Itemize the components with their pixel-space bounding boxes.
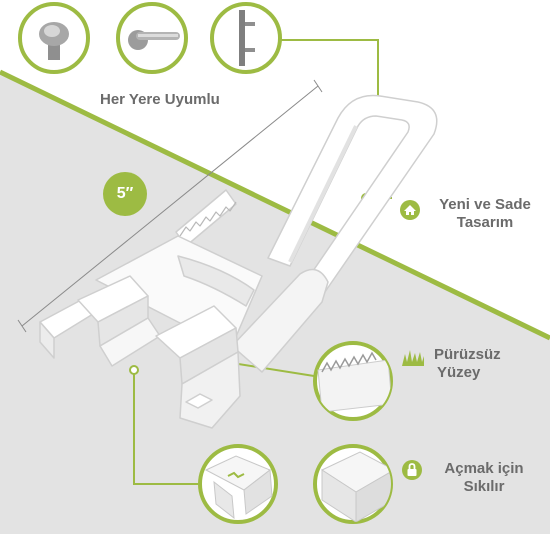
squeeze-label: Açmak için Sıkılır bbox=[426, 460, 542, 496]
compatible-label: Her Yere Uyumlu bbox=[100, 91, 220, 108]
divider-line bbox=[0, 69, 550, 341]
bar-handle-thumbnail bbox=[210, 2, 282, 74]
smooth-line2: Yüzey bbox=[437, 364, 481, 381]
knob-thumbnail bbox=[18, 2, 90, 74]
latch-zoom-thumbnail bbox=[313, 444, 393, 524]
smooth-label: Pürüzsüz Yüzey bbox=[434, 346, 544, 382]
handle-thumbnail bbox=[116, 2, 188, 74]
dimension-line bbox=[17, 79, 323, 333]
size-badge: 5″ bbox=[103, 172, 147, 216]
teeth-zoom-thumbnail bbox=[313, 341, 393, 421]
grass-icon bbox=[402, 350, 424, 366]
cabinet-lock bbox=[39, 94, 438, 429]
smooth-line1: Pürüzsüz bbox=[434, 346, 501, 363]
padlock-icon bbox=[402, 460, 422, 480]
new-design-line1: Yeni ve Sade bbox=[439, 196, 531, 213]
home-icon bbox=[400, 200, 420, 220]
clip-zoom-thumbnail bbox=[198, 444, 278, 524]
squeeze-line1: Açmak için bbox=[444, 460, 524, 477]
new-design-label: Yeni ve Sade Tasarım bbox=[424, 196, 546, 232]
new-design-line2: Tasarım bbox=[456, 214, 514, 231]
squeeze-line2: Sıkılır bbox=[463, 478, 505, 495]
